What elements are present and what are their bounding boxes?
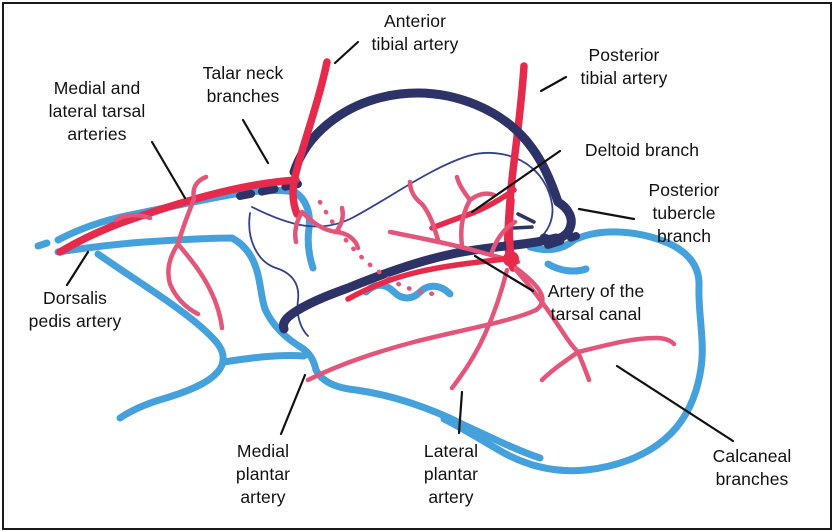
- label-lateral-plantar-artery: Lateral plantar artery: [423, 441, 479, 507]
- label-calcaneal-branches: Calcaneal branches: [712, 446, 792, 489]
- deltoid-branch-line: [429, 187, 517, 231]
- label-posterior-tubercle-branch: Posterior tubercle branch: [648, 180, 720, 246]
- loop-tubercle-twigs: [512, 212, 536, 230]
- label-deltoid-branch: Deltoid branch: [584, 140, 700, 160]
- leader-talar-neck: [241, 118, 270, 165]
- leader-lateral-plantar: [457, 390, 464, 435]
- bone-under-tubercle: [544, 260, 590, 275]
- leader-medial-plantar: [279, 373, 307, 436]
- tarsal-arteries-tree: [113, 174, 225, 331]
- talus-thin-outline: [248, 151, 554, 337]
- leader-dorsalis-pedis: [65, 250, 90, 287]
- talus-outline-dome: [251, 151, 554, 237]
- label-posterior-tibial-artery: Posterior tibial artery: [580, 45, 668, 88]
- arterial-junction: [503, 251, 519, 267]
- leader-deltoid: [470, 149, 562, 214]
- label-talar-neck-branches: Talar neck branches: [202, 63, 284, 106]
- dorsalis-pedis-artery-line: [56, 176, 300, 256]
- anterior-tibial-artery-line: [289, 58, 331, 218]
- label-medial-plantar-artery: Medial plantar artery: [235, 441, 291, 507]
- loop-right-dash: [544, 232, 580, 249]
- leader-calcaneal: [615, 364, 735, 443]
- label-artery-of-tarsal-canal: Artery of the tarsal canal: [547, 281, 645, 324]
- talar-body-branch-tree: [387, 174, 521, 265]
- red-arteries: [56, 58, 677, 391]
- leader-tarsal-canal: [473, 254, 535, 293]
- bone-calcaneus-outline: [440, 228, 706, 475]
- bone-cuneiform-branch: [220, 351, 308, 366]
- label-anterior-tibial-artery: Anterior tibial artery: [371, 11, 459, 54]
- medial-plantar-artery-line: [305, 265, 545, 383]
- leader-lines: [65, 40, 735, 443]
- bone-mid-vertical: [261, 305, 320, 374]
- label-medial-lateral-tarsal-arteries: Medial and lateral tarsal arteries: [48, 78, 146, 144]
- lateral-plantar-artery-line: [449, 267, 510, 391]
- leader-tarsal-arteries: [150, 140, 187, 200]
- label-dorsalis-pedis-artery: Dorsalis pedis artery: [28, 288, 122, 331]
- calcaneal-branches-lines: [513, 267, 677, 383]
- leader-posterior-tibial: [539, 75, 568, 93]
- bone-forefoot-tip-dash: [34, 239, 51, 250]
- leader-anterior-tibial: [333, 40, 360, 65]
- leader-posterior-tubercle: [577, 207, 636, 221]
- bone-forefoot-lower-edge: [54, 234, 269, 313]
- bone-plantar-long-edge: [312, 366, 544, 462]
- talus-outline-neck: [248, 212, 309, 337]
